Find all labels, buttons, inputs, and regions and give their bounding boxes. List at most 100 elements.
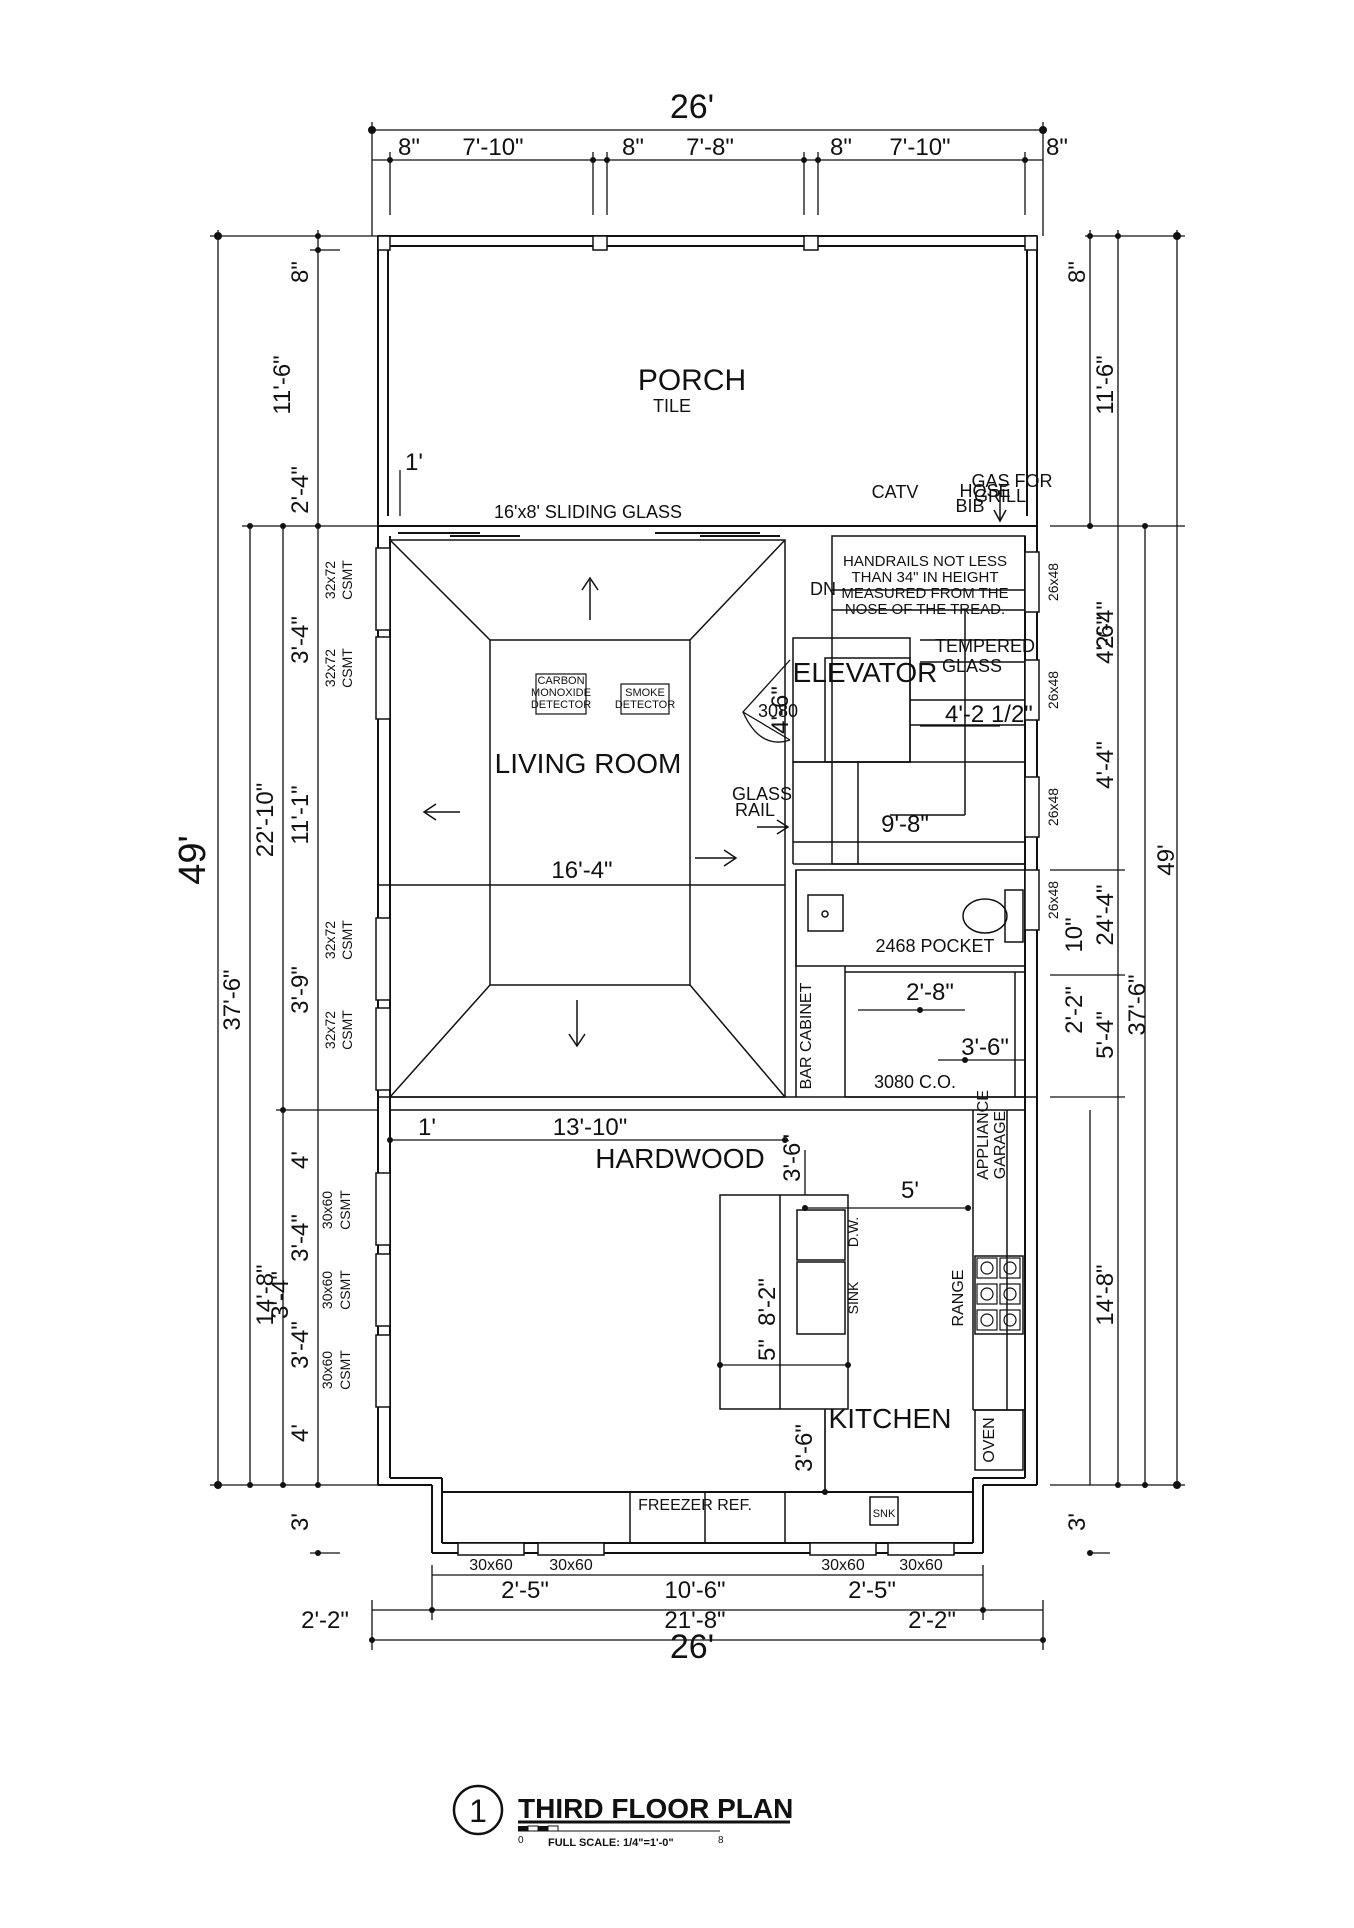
label-csmt-g: CSMT [337,1350,353,1390]
dim-left-49: 49' [172,835,214,885]
dim-bot-10-6: 10'-6" [664,1577,725,1604]
dim-left-2-4: 2'-4" [287,466,314,514]
dim-in-3-6c: 3'-6" [791,1424,818,1472]
label-co-2: MONOXIDE [531,687,591,699]
label-dn: DN [810,579,836,599]
title-scale: FULL SCALE: 1/4"=1'-0" [548,1837,674,1849]
dim-bot-2-2a: 2'-2" [301,1607,349,1634]
interior-walls [378,535,1037,1543]
label-win-32x72-a: 32x72 [322,561,338,599]
dim-right-10: 10" [1061,917,1088,952]
title-main: THIRD FLOOR PLAN [518,1793,793,1824]
label-csmt-d: CSMT [339,1010,355,1050]
label-win-30x60-f: 30x60 [821,1557,865,1574]
elevator-door-swing [741,659,791,743]
room-elevator: ELEVATOR [793,657,938,688]
dim-left-11-1: 11'-1" [287,785,314,844]
dim-left-8: 8" [287,261,314,283]
label-catv: CATV [872,482,919,502]
room-hardwood: HARDWOOD [595,1143,765,1174]
dim-bot-2-5a: 2'-5" [501,1577,549,1604]
exterior-walls [377,235,1038,1554]
label-win-30x60-b: 30x60 [319,1271,335,1309]
label-csmt-b: CSMT [339,648,355,688]
dim-left-22-10: 22'-10" [252,783,279,857]
dim-right-11-6: 11'-6" [1092,355,1119,414]
dim-left-4b: 4' [287,1424,314,1442]
label-handrail-4: NOSE OF THE TREAD. [845,601,1005,618]
label-win-30x60-e: 30x60 [549,1557,593,1574]
label-door-3080: 3080 [758,701,798,721]
label-handrail-2: THAN 34" IN HEIGHT [851,569,998,586]
dim-right-14-8: 14'-8" [1092,1264,1119,1325]
label-hose-bib-2: BIB [955,496,984,516]
dim-left-3-4a: 3'-4" [287,616,314,664]
title-number: 1 [469,1793,487,1829]
label-win-26x48-d: 26x48 [1045,881,1061,919]
dim-right-4-6: 4'-6" [1092,616,1119,664]
label-smoke-2: DETECTOR [615,699,675,711]
room-kitchen: KITCHEN [829,1403,952,1434]
label-appliance-1: APPLIANCE [975,1090,992,1180]
label-co-door: 3080 C.O. [874,1072,956,1092]
label-win-30x60-c: 30x60 [319,1351,335,1389]
dim-in-8-2: 8'-2" [754,1278,781,1326]
label-csmt-e: CSMT [337,1190,353,1230]
dim-top-8b: 8" [622,134,644,161]
range-burners-icon [976,1257,1021,1331]
dim-in-3-6a: 3'-6" [961,1034,1009,1061]
label-handrail-1: HANDRAILS NOT LESS [843,553,1007,570]
label-win-26x48-b: 26x48 [1045,671,1061,709]
label-sink: SINK [845,1281,861,1314]
dim-in-4-2-half: 4'-2 1/2" [945,701,1033,728]
dim-right-24-4: 24'-4" [1092,884,1119,945]
label-glass-rail-2: RAIL [735,800,775,820]
dimension-ticks [214,126,1181,1643]
label-gas-grill-1: GAS FOR [971,471,1052,491]
dim-right-8: 8" [1064,261,1091,283]
sliding-glass-door [398,532,780,537]
dim-left-14-8: 14'-8" [252,1264,279,1325]
room-porch: PORCH [638,364,746,397]
ceiling-slope-arrows [422,490,1007,1048]
label-pocket: 2468 POCKET [875,936,994,956]
dim-top-7-10a: 7'-10" [462,134,523,161]
scale-8: 8 [718,1835,724,1846]
label-freezer: FREEZER REF. [638,1497,752,1514]
dim-left-37-6: 37'-6" [219,969,246,1030]
dim-top-7-10b: 7'-10" [889,134,950,161]
dim-top-8d: 8" [1046,134,1068,161]
dim-in-5b: 5" [754,1339,781,1361]
dim-top-7-8: 7'-8" [686,134,734,161]
dim-in-5: 5' [901,1177,919,1204]
label-win-32x72-b: 32x72 [322,649,338,687]
title-block: 1 THIRD FLOOR PLAN 0 8 FULL SCALE: 1/4"=… [452,1784,793,1849]
label-csmt-f: CSMT [337,1270,353,1310]
room-porch-floor: TILE [653,396,691,416]
dim-left-3-9: 3'-9" [287,966,314,1014]
dim-in-3-6b: 3'-6" [779,1134,806,1182]
detector-boxes [535,673,670,715]
label-csmt-a: CSMT [339,560,355,600]
label-tempered-2: GLASS [942,656,1002,676]
dim-right-3: 3' [1064,1513,1091,1531]
dim-in-13-10: 13'-10" [553,1114,627,1141]
dim-top-8a: 8" [398,134,420,161]
label-win-32x72-c: 32x72 [322,921,338,959]
dim-left-3: 3' [287,1513,314,1531]
label-co-1: CARBON [537,675,584,687]
dim-right-37-6: 37'-6" [1124,974,1151,1035]
dim-left-3-4d: 3'-4" [287,1321,314,1369]
label-tempered-1: TEMPERED [935,636,1035,656]
dim-bot-26: 26' [670,1628,714,1666]
dim-right-2-2a: 2'-2" [1061,986,1088,1034]
dim-in-9-8: 9'-8" [881,811,929,838]
dim-in-1b: 1' [418,1114,436,1141]
label-win-26x48-a: 26x48 [1045,563,1061,601]
windows [375,547,1040,1556]
dim-top-8c: 8" [830,134,852,161]
dim-left-3-4b: 3'-4" [287,1214,314,1262]
label-csmt-c: CSMT [339,920,355,960]
label-oven: OVEN [981,1417,998,1462]
dim-in-4-6: 4'-6" [767,686,794,734]
